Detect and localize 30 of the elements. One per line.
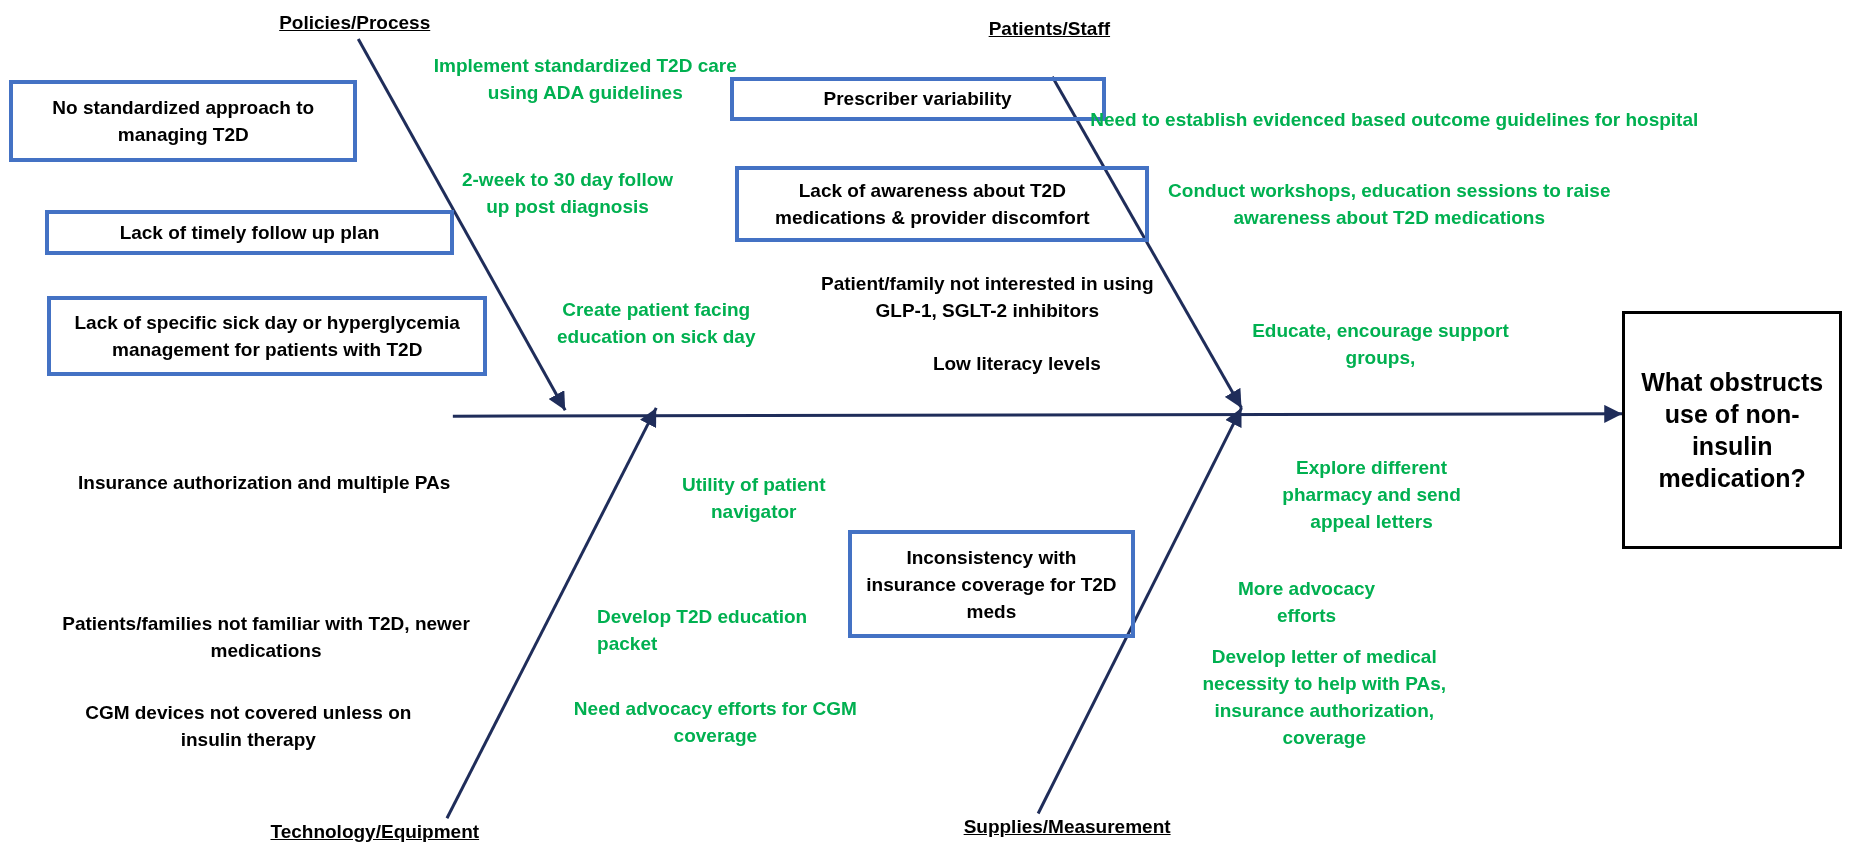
problem-box: What obstructs use of non-insulin medication? <box>1622 310 1843 549</box>
cause-text: Patients/families not familiar with T2D, newer medications <box>61 612 471 664</box>
action-text: More advocacy efforts <box>1236 576 1377 628</box>
category-heading: Policies/Process <box>266 9 444 37</box>
action-text: Explore different pharmacy and send appeal letters <box>1281 456 1462 535</box>
action-text: Develop letter of medical necessity to help with PAs, insurance authorization, coverage <box>1201 645 1448 751</box>
cause-text: Low literacy levels <box>931 352 1102 376</box>
cause-box: Lack of specific sick day or hyperglycemia management for patients with T2D <box>47 295 488 376</box>
action-text: Conduct workshops, education sessions to raise awareness about T2D medications <box>1167 179 1612 231</box>
cause-text: Insurance authorization and multiple PAs <box>78 471 452 496</box>
cause-box: Lack of awareness about T2D medications & provider discomfort <box>735 165 1150 243</box>
category-heading: Patients/Staff <box>963 15 1136 43</box>
action-text: Utility of patient navigator <box>681 472 827 524</box>
action-text: Educate, encourage support groups, <box>1251 318 1510 370</box>
cause-box: Inconsistency with insurance coverage for T2D meds <box>847 529 1136 639</box>
action-text: 2-week to 30 day follow up post diagnosis <box>460 167 675 219</box>
bone-arrow <box>445 407 658 819</box>
action-text: Create patient facing education on sick day <box>555 297 757 349</box>
spine-arrow <box>452 404 1623 423</box>
action-text: Develop T2D education packet <box>597 605 809 656</box>
bone-arrow <box>356 38 567 412</box>
cause-text: Patient/family not interested in using GLP-1, SGLT-2 inhibitors <box>820 271 1155 323</box>
cause-text: CGM devices not covered unless on insulin therapy <box>84 700 413 752</box>
bone-arrow <box>1051 76 1243 409</box>
action-text: Need advocacy efforts for CGM coverage <box>572 697 858 749</box>
cause-box: No standardized approach to managing T2D <box>9 80 358 162</box>
category-heading: Technology/Equipment <box>262 818 488 846</box>
cause-box: Lack of timely follow up plan <box>44 210 455 256</box>
category-heading: Supplies/Measurement <box>940 813 1195 841</box>
bone-arrow <box>1036 407 1243 815</box>
